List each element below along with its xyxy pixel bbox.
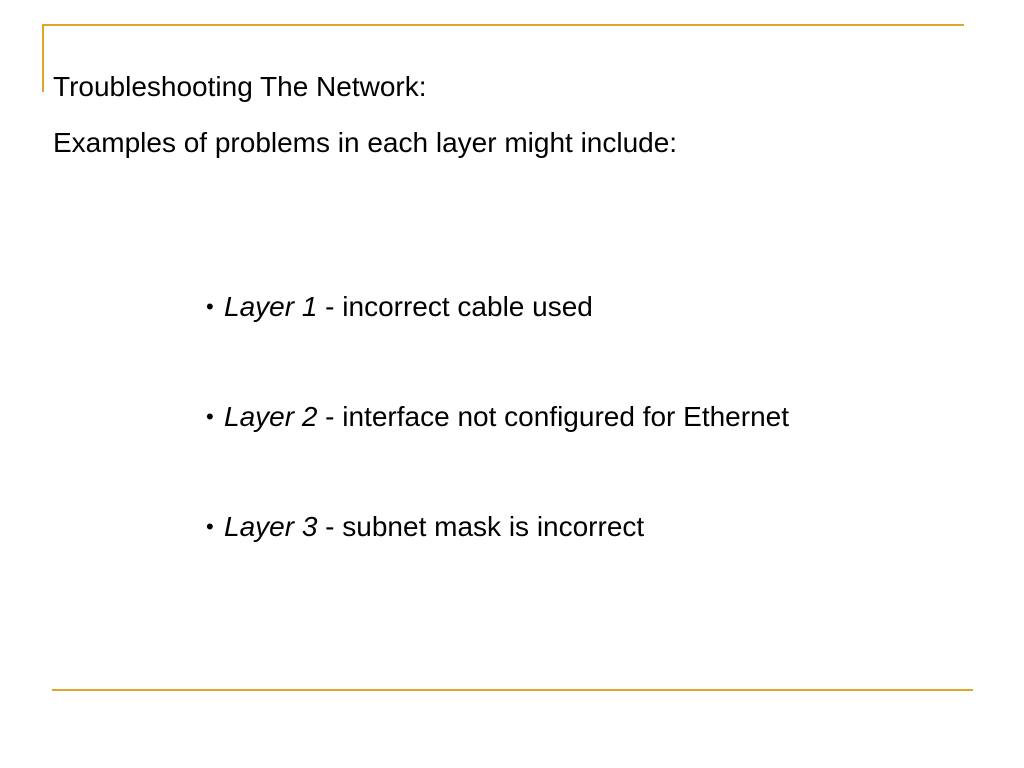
accent-line-left [42,24,44,92]
bullet-icon: • [206,404,214,429]
bullet-item-layer-1: • Layer 1 - incorrect cable used [206,290,789,324]
slide-title: Troubleshooting The Network: [53,71,427,102]
layer-name: Layer 2 [224,401,318,432]
accent-line-top [42,24,964,26]
bullet-item-layer-3: • Layer 3 - subnet mask is incorrect [206,510,789,544]
problem-text: - interface not configured for Ethernet [317,401,790,432]
bullet-icon: • [206,294,214,319]
problem-text: - incorrect cable used [317,291,593,322]
layer-name: Layer 3 [224,511,318,542]
layer-name: Layer 1 [224,291,318,322]
accent-line-bottom [52,689,973,691]
bullet-icon: • [206,514,214,539]
problem-text: - subnet mask is incorrect [317,511,645,542]
bullet-item-layer-2: • Layer 2 - interface not configured for … [206,400,789,434]
slide-subtitle: Examples of problems in each layer might… [53,127,678,158]
bullet-list: • Layer 1 - incorrect cable used • Layer 2… [206,290,789,620]
